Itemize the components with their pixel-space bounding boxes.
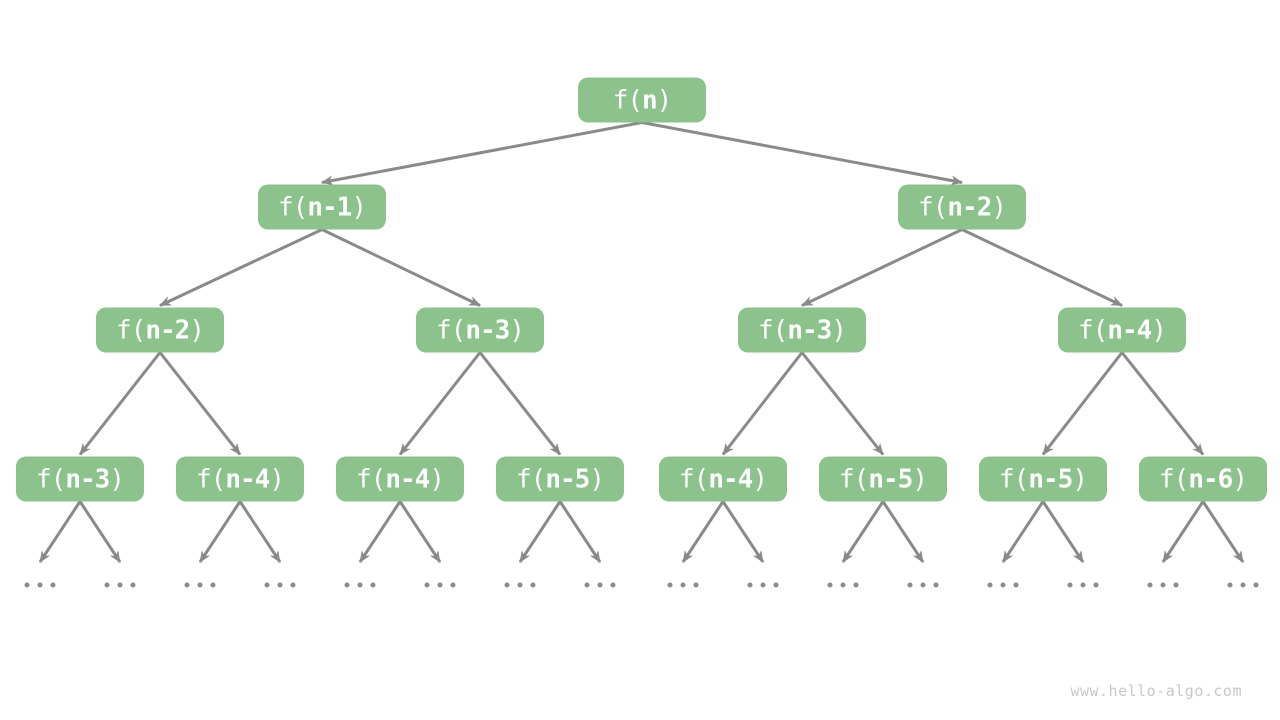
edge-arrow [841,500,885,563]
ellipsis-dots [24,582,56,588]
edge-arrow [800,351,885,456]
edge-arrow [78,500,122,563]
edge-arrow [1161,500,1205,563]
ellipsis-dots [504,582,536,588]
edge-arrow [1120,351,1205,456]
edge-arrow [681,500,725,563]
edge-arrow [478,351,562,456]
edge-arrow [38,500,82,563]
ellipsis-dots [667,582,699,588]
edge-arrow [321,121,643,186]
edge-arrow [398,500,442,563]
edge-arrow [518,500,562,563]
ellipsis-dots [584,582,616,588]
ellipsis-dots [1227,582,1259,588]
ellipsis-dots [264,582,296,588]
leaf-ellipses [24,582,1259,588]
edge-arrow [881,500,925,563]
edge-arrow [1201,500,1245,563]
edge-arrow [321,228,481,307]
edge-arrow [1041,500,1085,563]
edge-arrow [721,351,804,456]
edge-arrow [1001,500,1045,563]
ellipsis-dots [1067,582,1099,588]
watermark: www.hello-algo.com [1070,682,1242,700]
edge-arrow [78,351,162,456]
edge-arrows [38,121,1245,563]
ellipsis-dots [907,582,939,588]
edge-arrow [961,228,1123,307]
edge-arrow [398,351,482,456]
ellipsis-dots [344,582,376,588]
edge-arrow [198,500,242,563]
ellipsis-dots [1147,582,1179,588]
edge-arrow [238,500,282,563]
ellipsis-dots [104,582,136,588]
edge-arrow [558,500,602,563]
ellipsis-dots [987,582,1019,588]
edge-arrow [1041,351,1124,456]
edge-arrow [801,228,963,307]
edge-arrow [158,351,242,456]
ellipsis-dots [184,582,216,588]
edge-arrow [721,500,765,563]
edge-arrow [159,228,323,307]
edge-arrow [641,121,963,186]
ellipsis-dots [424,582,456,588]
ellipsis-dots [827,582,859,588]
ellipsis-dots [747,582,779,588]
edge-arrow [358,500,402,563]
